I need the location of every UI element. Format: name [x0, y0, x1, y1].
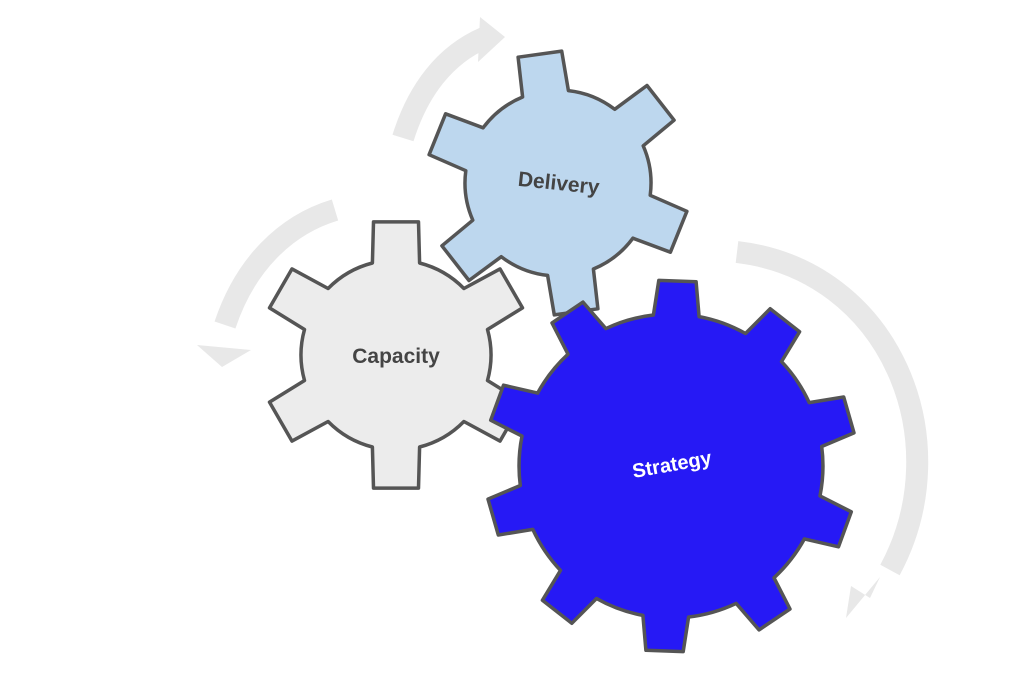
gear-capacity-label: Capacity — [352, 345, 440, 368]
arrow-left-arc — [214, 199, 339, 329]
arrow-top-head — [478, 17, 505, 62]
arrow-top-arc — [392, 27, 489, 142]
gear-delivery-shape — [427, 49, 689, 317]
gear-delivery: Delivery — [427, 49, 689, 317]
arrow-left-head — [197, 345, 251, 367]
gear-capacity: Capacity — [267, 220, 525, 490]
arrow-right-arc — [735, 241, 929, 576]
gear-strategy-shape — [486, 278, 856, 654]
gear-capacity-shape — [267, 220, 525, 490]
arrow-right-head — [846, 577, 880, 618]
gear-strategy: Strategy — [486, 278, 856, 654]
rotation-arrows — [197, 17, 929, 618]
